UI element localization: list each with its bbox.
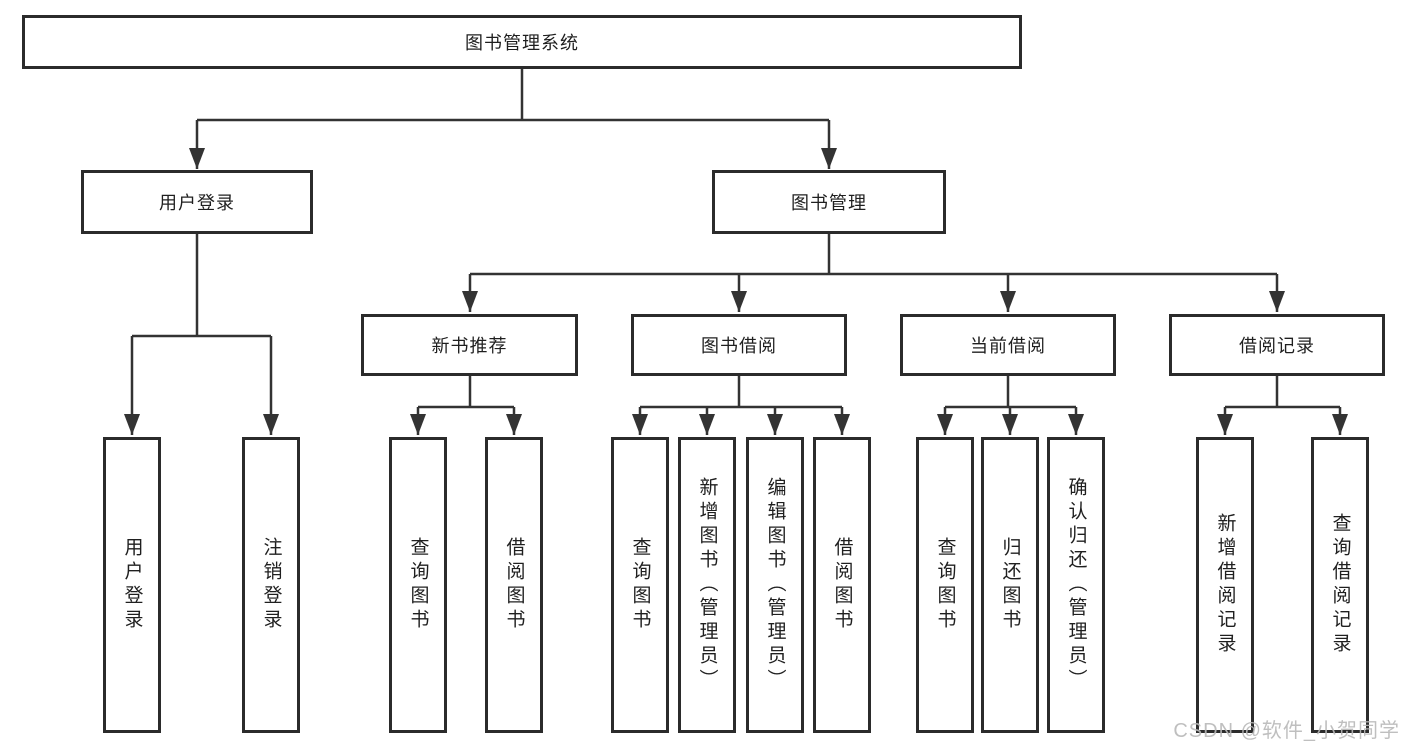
leaf-cb-return: 归还图书 bbox=[981, 437, 1039, 733]
leaf-user-login-label: 用户登录 bbox=[121, 537, 143, 633]
node-book-mgmt-label: 图书管理 bbox=[791, 193, 867, 213]
leaf-br-add: 新增借阅记录 bbox=[1196, 437, 1254, 733]
leaf-bb-edit-label: 编辑图书（管理员） bbox=[764, 477, 786, 693]
leaf-nb-query: 查询图书 bbox=[389, 437, 447, 733]
leaf-cb-query-label: 查询图书 bbox=[934, 537, 956, 633]
node-borrow-record: 借阅记录 bbox=[1169, 314, 1385, 376]
leaf-br-query-label: 查询借阅记录 bbox=[1329, 513, 1351, 657]
leaf-bb-add-label: 新增图书（管理员） bbox=[696, 477, 718, 693]
node-book-borrow: 图书借阅 bbox=[631, 314, 847, 376]
node-user-login: 用户登录 bbox=[81, 170, 313, 234]
leaf-logout: 注销登录 bbox=[242, 437, 300, 733]
leaf-bb-query: 查询图书 bbox=[611, 437, 669, 733]
leaf-br-query: 查询借阅记录 bbox=[1311, 437, 1369, 733]
node-root-label: 图书管理系统 bbox=[465, 33, 579, 53]
node-borrow-record-label: 借阅记录 bbox=[1239, 336, 1315, 356]
leaf-bb-query-label: 查询图书 bbox=[629, 537, 651, 633]
leaf-bb-add: 新增图书（管理员） bbox=[678, 437, 736, 733]
leaf-logout-label: 注销登录 bbox=[260, 537, 282, 633]
leaf-cb-return-label: 归还图书 bbox=[999, 537, 1021, 633]
leaf-bb-borrow: 借阅图书 bbox=[813, 437, 871, 733]
leaf-bb-borrow-label: 借阅图书 bbox=[831, 537, 853, 633]
node-book-borrow-label: 图书借阅 bbox=[701, 336, 777, 356]
csdn-watermark: CSDN @软件_小贺同学 bbox=[1173, 720, 1400, 742]
node-new-book-rec-label: 新书推荐 bbox=[431, 336, 508, 356]
leaf-nb-query-label: 查询图书 bbox=[407, 537, 429, 633]
leaf-cb-confirm: 确认归还（管理员） bbox=[1047, 437, 1105, 733]
leaf-nb-borrow-label: 借阅图书 bbox=[503, 537, 525, 633]
leaf-cb-query: 查询图书 bbox=[916, 437, 974, 733]
node-user-login-label: 用户登录 bbox=[159, 193, 235, 213]
node-root: 图书管理系统 bbox=[22, 15, 1022, 69]
leaf-bb-edit: 编辑图书（管理员） bbox=[746, 437, 804, 733]
node-current-borrow: 当前借阅 bbox=[900, 314, 1116, 376]
node-book-mgmt: 图书管理 bbox=[712, 170, 946, 234]
leaf-user-login: 用户登录 bbox=[103, 437, 161, 733]
leaf-cb-confirm-label: 确认归还（管理员） bbox=[1065, 477, 1087, 693]
node-new-book-rec: 新书推荐 bbox=[361, 314, 578, 376]
leaf-br-add-label: 新增借阅记录 bbox=[1214, 513, 1236, 657]
leaf-nb-borrow: 借阅图书 bbox=[485, 437, 543, 733]
node-current-borrow-label: 当前借阅 bbox=[970, 336, 1046, 356]
